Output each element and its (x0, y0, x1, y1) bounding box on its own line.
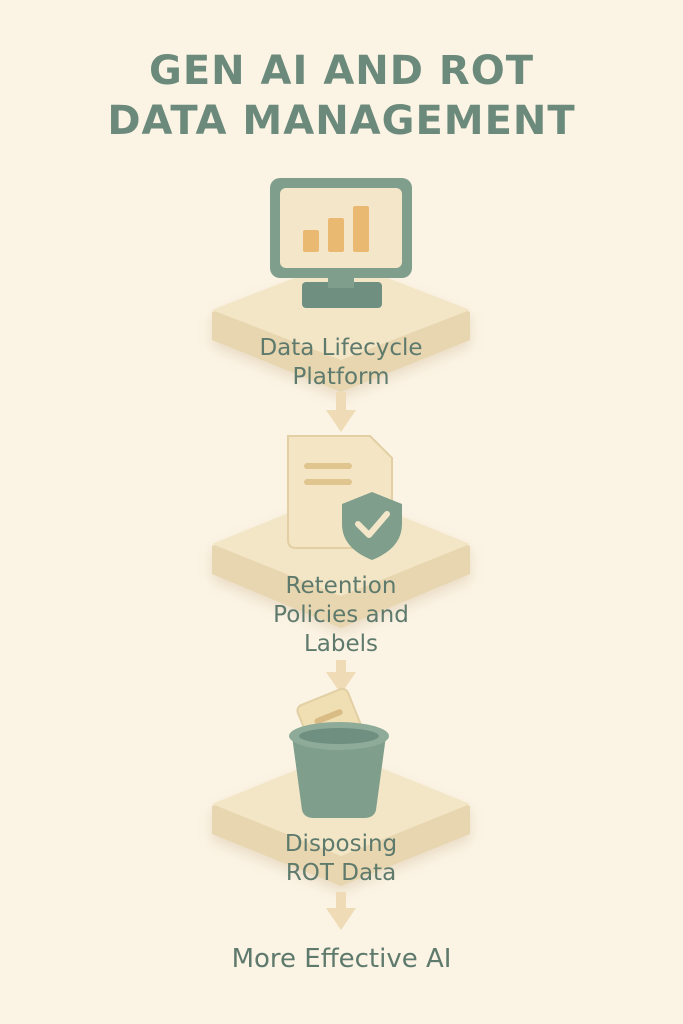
diagram-title-line1: GEN AI AND ROT (149, 48, 534, 94)
step-2-label: Retention Policies and Labels (191, 572, 491, 659)
document-shield-icon (287, 435, 402, 560)
outcome-label: More Effective AI (231, 944, 452, 974)
step-2-label-line1: Retention (285, 573, 397, 599)
step-3-label: Disposing ROT Data (191, 830, 491, 888)
step-1-label-line2: Platform (292, 364, 390, 390)
step-3-label-line1: Disposing (284, 831, 398, 857)
step-1-label-line1: Data Lifecycle (259, 335, 423, 361)
step-2-label-line2: Policies and (273, 602, 409, 628)
arrow-2 (326, 660, 356, 694)
platform-1 (212, 260, 470, 392)
step-3-label-line2: ROT Data (285, 860, 397, 886)
trash-bin-icon (289, 687, 389, 818)
step-2-label-line3: Labels (303, 631, 379, 657)
arrow-1 (326, 392, 356, 432)
diagram-title-line2: DATA MANAGEMENT (107, 98, 576, 144)
monitor-chart-icon (270, 178, 412, 308)
arrow-3 (326, 892, 356, 930)
step-1-label: Data Lifecycle Platform (191, 334, 491, 392)
